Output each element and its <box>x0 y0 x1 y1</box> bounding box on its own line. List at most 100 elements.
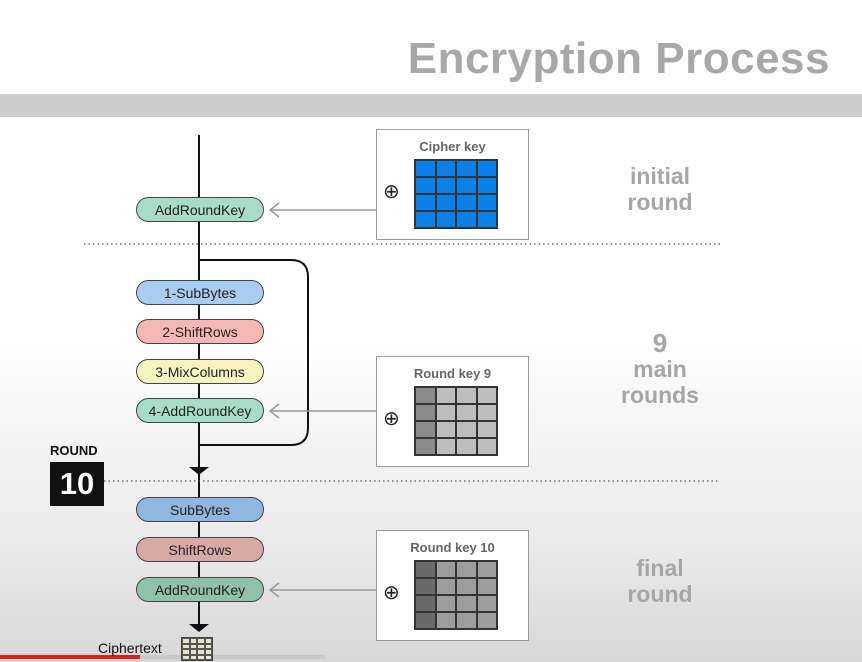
round-key-10-title: Round key 10 <box>410 540 495 555</box>
initial-round-label: initial round <box>627 163 693 215</box>
addroundkey-step: 4-AddRoundKey <box>136 398 264 423</box>
ciphertext-grid-cell <box>189 649 197 655</box>
key-grid-cell <box>435 595 456 612</box>
xor-icon: ⊕ <box>383 408 400 430</box>
key-grid-cell <box>415 194 436 211</box>
ciphertext-grid-icon <box>181 637 213 661</box>
key-grid-cell <box>476 404 497 421</box>
round-key-9-title: Round key 9 <box>413 366 492 381</box>
cipher-key-box: Cipher key ⊕ <box>376 129 529 240</box>
round-number-badge: 10 <box>50 462 104 506</box>
final-subbytes-step: SubBytes <box>136 497 264 522</box>
ciphertext-grid-cell <box>189 654 197 660</box>
ciphertext-grid-cell <box>189 638 197 644</box>
key-grid-cell <box>435 612 456 629</box>
ciphertext-grid-cell <box>204 649 212 655</box>
key-grid-cell <box>476 160 497 177</box>
page-title: Encryption Process <box>407 34 830 83</box>
final-shiftrows-step: ShiftRows <box>136 537 264 562</box>
xor-icon: ⊕ <box>383 582 400 604</box>
ciphertext-label: Ciphertext <box>98 640 162 656</box>
key-grid-cell <box>456 387 477 404</box>
key-grid-cell <box>456 578 477 595</box>
ciphertext-grid-cell <box>197 638 205 644</box>
key-grid-cell <box>435 421 456 438</box>
key-grid-cell <box>415 595 436 612</box>
key-grid-cell <box>456 177 477 194</box>
round-key-9-box: Round key 9 ⊕ <box>376 356 529 467</box>
ciphertext-grid-cell <box>182 649 190 655</box>
key-grid-cell <box>456 421 477 438</box>
round-key-10-grid <box>414 560 498 630</box>
round-key-9-grid <box>414 386 498 456</box>
key-grid-cell <box>435 387 456 404</box>
ciphertext-grid-cell <box>197 649 205 655</box>
final-addroundkey-step: AddRoundKey <box>136 577 264 602</box>
key-grid-cell <box>435 211 456 228</box>
loop-line <box>199 259 309 446</box>
key-grid-cell <box>415 421 436 438</box>
key-grid-cell <box>415 211 436 228</box>
key-grid-cell <box>456 612 477 629</box>
main-rounds-label: 9 main rounds <box>621 328 699 408</box>
key-grid-cell <box>415 160 436 177</box>
key-grid-cell <box>476 421 497 438</box>
subbytes-step: 1-SubBytes <box>136 280 264 305</box>
title-band <box>0 94 862 117</box>
ciphertext-grid-cell <box>204 654 212 660</box>
key-grid-cell <box>456 160 477 177</box>
ciphertext-grid-cell <box>182 638 190 644</box>
ciphertext-grid-cell <box>182 654 190 660</box>
key-grid-cell <box>476 561 497 578</box>
key-grid-cell <box>456 438 477 455</box>
key-grid-cell <box>435 194 456 211</box>
key-grid-cell <box>435 438 456 455</box>
key-grid-cell <box>476 578 497 595</box>
shiftrows-step: 2-ShiftRows <box>136 319 264 344</box>
key-grid-cell <box>456 211 477 228</box>
ciphertext-grid-cell <box>204 638 212 644</box>
output-arrowhead <box>189 624 209 632</box>
mixcolumns-step: 3-MixColumns <box>136 359 264 384</box>
xor-icon: ⊕ <box>383 181 400 203</box>
key-grid-cell <box>415 578 436 595</box>
key-grid-cell <box>415 438 436 455</box>
cipher-key-title: Cipher key <box>419 139 486 154</box>
key-grid-cell <box>415 612 436 629</box>
initial-addroundkey-step: AddRoundKey <box>136 197 264 222</box>
key-grid-cell <box>456 404 477 421</box>
progress-bar-track <box>0 655 325 659</box>
key-grid-cell <box>435 160 456 177</box>
final-round-label: final round <box>627 555 693 607</box>
key-grid-cell <box>476 595 497 612</box>
key-grid-cell <box>415 404 436 421</box>
key-grid-cell <box>435 404 456 421</box>
key-grid-cell <box>456 561 477 578</box>
key-grid-cell <box>476 612 497 629</box>
ciphertext-grid-cell <box>204 643 212 649</box>
key-grid-cell <box>415 561 436 578</box>
key-grid-cell <box>476 194 497 211</box>
key-grid-cell <box>435 578 456 595</box>
ciphertext-grid-cell <box>182 643 190 649</box>
key-grid-cell <box>435 561 456 578</box>
key-grid-cell <box>415 387 436 404</box>
key-grid-cell <box>476 387 497 404</box>
cipher-key-grid <box>414 159 498 229</box>
key-grid-cell <box>476 177 497 194</box>
key-grid-cell <box>415 177 436 194</box>
key-grid-cell <box>476 438 497 455</box>
key-grid-cell <box>476 211 497 228</box>
key-arrow-final <box>268 582 376 598</box>
key-grid-cell <box>456 595 477 612</box>
round-label: ROUND <box>50 443 98 458</box>
round10-arrowhead <box>189 467 209 475</box>
key-grid-cell <box>456 194 477 211</box>
round-key-10-box: Round key 10 ⊕ <box>376 530 529 641</box>
ciphertext-grid-cell <box>189 643 197 649</box>
progress-bar-fill <box>0 655 140 659</box>
key-grid-cell <box>435 177 456 194</box>
ciphertext-grid-cell <box>197 654 205 660</box>
key-arrow-main <box>268 403 376 419</box>
ciphertext-grid-cell <box>197 643 205 649</box>
